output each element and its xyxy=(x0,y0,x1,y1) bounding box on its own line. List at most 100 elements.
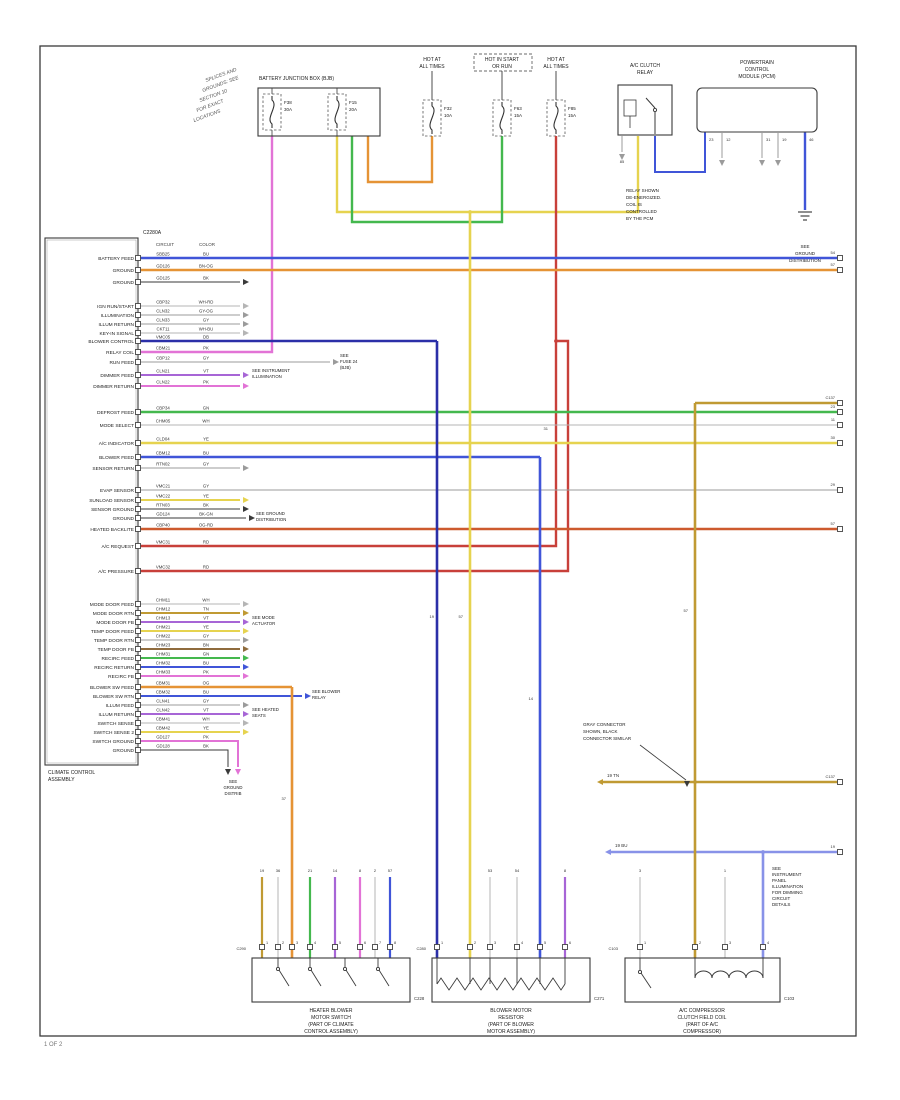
row-circuit: CBM41 xyxy=(156,717,171,722)
wire-ac-request xyxy=(138,136,558,548)
component-label: (PART OF CLIMATE xyxy=(308,1022,354,1028)
row-function: DIMMER RETURN xyxy=(93,384,134,390)
switch-arm xyxy=(640,972,652,989)
component-label: MOTOR ASSEMBLY) xyxy=(487,1029,535,1035)
arrowhead xyxy=(243,619,249,625)
note-line: GRAY CONNECTOR xyxy=(583,722,626,727)
arrowhead xyxy=(243,497,249,503)
row-color-code: WH xyxy=(202,598,209,603)
connector-pad xyxy=(135,372,141,378)
junction-dots xyxy=(468,210,765,854)
wire-id: 37 xyxy=(282,796,287,801)
pin-number: 85 xyxy=(620,159,625,164)
arrowhead xyxy=(684,781,690,787)
row-color-code: BN xyxy=(203,643,209,648)
arrowhead xyxy=(305,693,311,699)
connector-pad xyxy=(837,409,843,415)
arrowhead xyxy=(605,849,611,855)
row-circuit: CHM11 xyxy=(156,598,171,603)
row-function: RECIRC FEED xyxy=(101,656,134,662)
wire-ac-pressure xyxy=(138,339,570,573)
arrowhead xyxy=(619,154,625,160)
relay-label: A/C CLUTCH xyxy=(630,63,660,69)
connector-pad xyxy=(837,267,843,273)
wire-note: DISTRIBUTION xyxy=(256,517,286,522)
connector-pad xyxy=(722,944,728,950)
row-circuit: CBP34 xyxy=(156,406,170,411)
fuse-rating: 15A xyxy=(568,113,576,118)
row-function: TEMP DOOR RTN xyxy=(94,638,135,644)
connector-pad xyxy=(135,279,141,285)
wire-note: ACTUATOR xyxy=(252,621,275,626)
note-line: ILLUMINATION xyxy=(772,884,803,889)
connector-pad xyxy=(275,944,281,950)
pin-number: 3 xyxy=(729,941,731,945)
component-outline xyxy=(431,957,591,1003)
connector-pad xyxy=(135,465,141,471)
fuse-f63 xyxy=(499,102,505,134)
row-circuit: CBM31 xyxy=(156,681,171,686)
row-function: ILLUM RETURN xyxy=(99,712,135,718)
row-circuit: SBB25 xyxy=(156,252,170,257)
connector-pad xyxy=(135,747,141,753)
arrowhead xyxy=(243,312,249,318)
wire-id: 19 xyxy=(260,868,265,873)
row-color-code: GY xyxy=(203,634,209,639)
switch-arm xyxy=(278,969,290,987)
pin-number: 1 xyxy=(441,941,443,945)
note-line: RELAY SHOWN xyxy=(626,188,659,193)
row-function: GROUND xyxy=(113,280,135,286)
arrowhead xyxy=(243,702,249,708)
pin-number: 5 xyxy=(339,941,341,945)
row-circuit: CHM12 xyxy=(156,607,171,612)
row-function: SENSOR RETURN xyxy=(92,466,134,472)
arrowhead xyxy=(243,711,249,717)
connector-pad xyxy=(135,619,141,625)
row-circuit: RTN03 xyxy=(156,503,170,508)
switch-arm xyxy=(345,969,357,987)
connector-pad xyxy=(135,349,141,355)
wire-id: 36 xyxy=(276,868,281,873)
row-circuit: CBP12 xyxy=(156,356,170,361)
arrowhead xyxy=(243,673,249,679)
junction-dot xyxy=(693,780,697,784)
wire-id: 31 xyxy=(544,426,549,431)
connector-pad xyxy=(135,321,141,327)
wire-note: FUSE 24 xyxy=(340,359,358,364)
component-label: HEATER BLOWER xyxy=(310,1008,353,1014)
fuse-name: F85 xyxy=(568,106,576,111)
row-function: DEFROST FEED xyxy=(97,410,134,416)
arrowhead xyxy=(243,330,249,336)
row-circuit: CKT11 xyxy=(156,327,170,332)
connector-id: C103 xyxy=(608,946,618,951)
note-line: CONNECTOR SIMILAR xyxy=(583,736,632,741)
row-function: BLOWER FEED xyxy=(99,455,134,461)
connector-pad xyxy=(760,944,766,950)
row-color-code: BK xyxy=(203,744,209,749)
row-function: BLOWER SW RTN xyxy=(93,694,134,700)
pin-number: 7 xyxy=(379,941,381,945)
connector-id: C103 xyxy=(784,996,795,1001)
pin-number: 2 xyxy=(699,941,701,945)
component-label: BLOWER MOTOR xyxy=(490,1008,532,1014)
fuse-outline xyxy=(492,99,512,137)
pin-number: 3 xyxy=(296,941,298,945)
row-function: ILLUM RETURN xyxy=(99,322,135,328)
component-label: (PART OF BLOWER xyxy=(488,1022,534,1028)
row-circuit: CHM33 xyxy=(156,670,171,675)
row-function: SUNLOAD SENSOR xyxy=(89,498,134,504)
fuse-name: F32 xyxy=(444,106,452,111)
wire-fuse-feed-orange xyxy=(366,136,434,184)
fuse-name: F38 xyxy=(284,100,292,105)
row-function: SENSOR GROUND xyxy=(91,507,134,513)
row-color-code: GY xyxy=(203,462,209,467)
row-circuit: CBP32 xyxy=(156,300,170,305)
wire-id: 3 xyxy=(639,868,642,873)
pin-number: 4 xyxy=(767,941,769,945)
row-circuit: CHM31 xyxy=(156,652,171,657)
row-color-code: BU xyxy=(203,661,209,666)
row-function: DIMMER FEED xyxy=(100,373,134,379)
connector-pad xyxy=(135,729,141,735)
row-function: RECIRC FB xyxy=(108,674,134,680)
